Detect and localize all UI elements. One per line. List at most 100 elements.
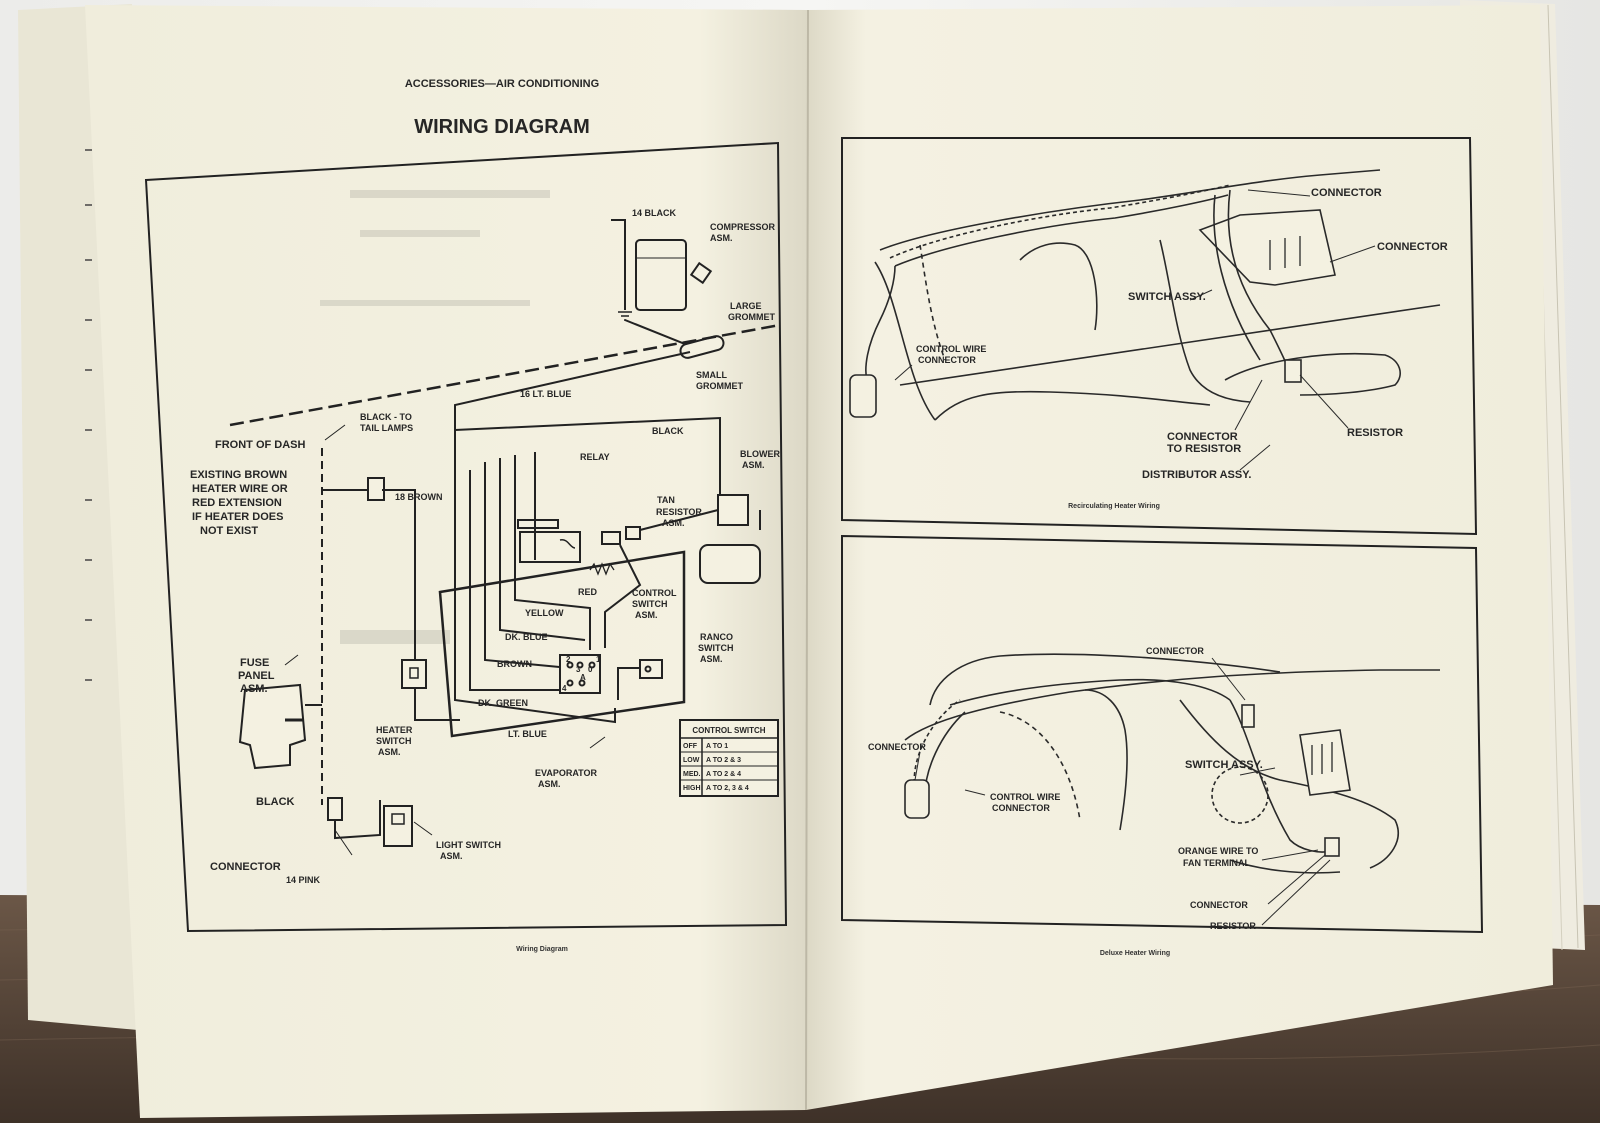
label-ranco-2: SWITCH (698, 643, 734, 653)
table-row-pos: MED. (683, 771, 701, 778)
control-switch-table: CONTROL SWITCH OFF A TO 1 LOW A TO 2 & 3… (679, 719, 779, 797)
label-large-grommet: LARGE (730, 301, 762, 311)
label-existing-2: HEATER WIRE OR (192, 483, 288, 495)
table-row-conn: A TO 2 & 3 (706, 757, 741, 764)
label-blower-asm: ASM. (742, 460, 765, 470)
compressor-shape (635, 239, 687, 311)
label-control-wire: CONTROL WIRE (990, 792, 1060, 802)
label-light-switch-2: ASM. (440, 851, 463, 861)
label-connector-to-resistor: CONNECTOR (1167, 431, 1238, 443)
table-row-conn: A TO 2, 3 & 4 (706, 785, 749, 792)
label-compressor: COMPRESSOR (710, 222, 776, 232)
top-caption: Recirculating Heater Wiring (1068, 503, 1160, 510)
label-control-wire-2: CONNECTOR (992, 803, 1050, 813)
page-title: WIRING DIAGRAM (414, 116, 590, 138)
label-resistor-asm: ASM. (662, 518, 685, 528)
left-page (85, 5, 808, 1118)
wiring-diagram-frame (144, 141, 788, 933)
label-light-switch: LIGHT SWITCH (436, 840, 501, 850)
label-heater-switch-2: SWITCH (376, 736, 412, 746)
label-red: RED (578, 587, 598, 597)
label-16-lt-blue: 16 LT. BLUE (520, 389, 571, 399)
deluxe-connector-shape (904, 779, 930, 819)
label-connector-low: CONNECTOR (1190, 900, 1248, 910)
relay (519, 531, 581, 563)
right-page (806, 5, 1553, 1110)
table-row-pos: LOW (683, 757, 700, 764)
terminal-2: 2 (566, 655, 571, 664)
label-heater-switch: HEATER (376, 725, 413, 735)
label-heater-switch-3: ASM. (378, 747, 401, 757)
label-existing-brown: EXISTING BROWN (190, 469, 287, 481)
table-title: CONTROL SWITCH (692, 726, 765, 735)
terminal-4: 4 (562, 684, 567, 693)
table-row-conn: A TO 1 (706, 743, 728, 750)
label-control-switch-3: ASM. (635, 610, 658, 620)
terminal-0: 0 (588, 665, 593, 674)
label-black-to: BLACK - TO (360, 412, 412, 422)
label-control-wire-2: CONNECTOR (918, 355, 976, 365)
label-resistor: RESISTOR (1347, 427, 1403, 439)
light-switch (383, 805, 413, 847)
fuse-panel (238, 683, 307, 770)
label-tail-lamps: TAIL LAMPS (360, 423, 413, 433)
heater-switch (401, 659, 427, 689)
label-fuse-panel-2: PANEL (238, 670, 275, 682)
label-tan: TAN (657, 495, 675, 505)
label-dk-blue: DK. BLUE (505, 632, 548, 642)
deluxe-frame (841, 534, 1484, 934)
bottom-caption: Deluxe Heater Wiring (1100, 950, 1170, 957)
left-caption: Wiring Diagram (516, 946, 568, 953)
label-resistor: RESISTOR (1210, 921, 1256, 931)
label-large-grommet-2: GROMMET (728, 312, 775, 322)
label-blower: BLOWER (740, 449, 780, 459)
label-black-wire: BLACK (652, 426, 684, 436)
label-fuse-panel: FUSE (240, 657, 269, 669)
label-existing-4: IF HEATER DOES (192, 511, 283, 523)
bottom-connector (327, 797, 343, 821)
control-wire-connector-shape (849, 374, 877, 418)
table-row-pos: OFF (683, 743, 698, 750)
section-header: ACCESSORIES—AIR CONDITIONING (405, 78, 599, 90)
label-14-pink: 14 PINK (286, 875, 321, 885)
deluxe-illustration (904, 653, 1440, 926)
label-control-switch-2: SWITCH (632, 599, 668, 609)
table-row-pos: HIGH (683, 785, 701, 792)
label-connector-right: CONNECTOR (1377, 241, 1448, 253)
terminal-a: A (580, 673, 586, 682)
wiring-labels: 14 BLACK COMPRESSOR ASM. LARGE GROMMET S… (190, 208, 780, 885)
terminal-3: 3 (576, 665, 581, 674)
label-evaporator: EVAPORATOR (535, 768, 598, 778)
label-ranco: RANCO (700, 632, 733, 642)
evaporator-box (438, 550, 686, 738)
large-grommet (679, 335, 725, 359)
label-switch-assy: SWITCH ASSY. (1128, 291, 1206, 303)
label-existing-5: NOT EXIST (200, 525, 258, 537)
resistor (601, 531, 621, 545)
recirculating-illustration (849, 169, 1441, 471)
recirculating-frame (841, 137, 1478, 536)
label-compressor-asm: ASM. (710, 233, 733, 243)
label-connector-top: CONNECTOR (1311, 187, 1382, 199)
label-small-grommet: SMALL (696, 370, 727, 380)
label-connector-left: CONNECTOR (868, 742, 926, 752)
label-fuse-panel-3: ASM. (240, 683, 268, 695)
wiring-diagram (229, 219, 781, 856)
label-existing-3: RED EXTENSION (192, 497, 282, 509)
label-small-grommet-2: GROMMET (696, 381, 743, 391)
label-18-brown: 18 BROWN (395, 492, 443, 502)
label-resistor: RESISTOR (656, 507, 702, 517)
terminal-1: 1 (596, 655, 601, 664)
table-row-conn: A TO 2 & 4 (706, 771, 741, 778)
label-connector: CONNECTOR (210, 861, 281, 873)
label-yellow: YELLOW (525, 608, 564, 618)
label-front-of-dash: FRONT OF DASH (215, 439, 305, 451)
label-control-switch: CONTROL (632, 588, 677, 598)
label-orange-wire: ORANGE WIRE TO (1178, 846, 1258, 856)
control-switch (559, 654, 601, 694)
label-14-black: 14 BLACK (632, 208, 677, 218)
label-lt-blue: LT. BLUE (508, 729, 547, 739)
label-distributor: DISTRIBUTOR ASSY. (1142, 469, 1251, 481)
label-control-wire: CONTROL WIRE (916, 344, 986, 354)
